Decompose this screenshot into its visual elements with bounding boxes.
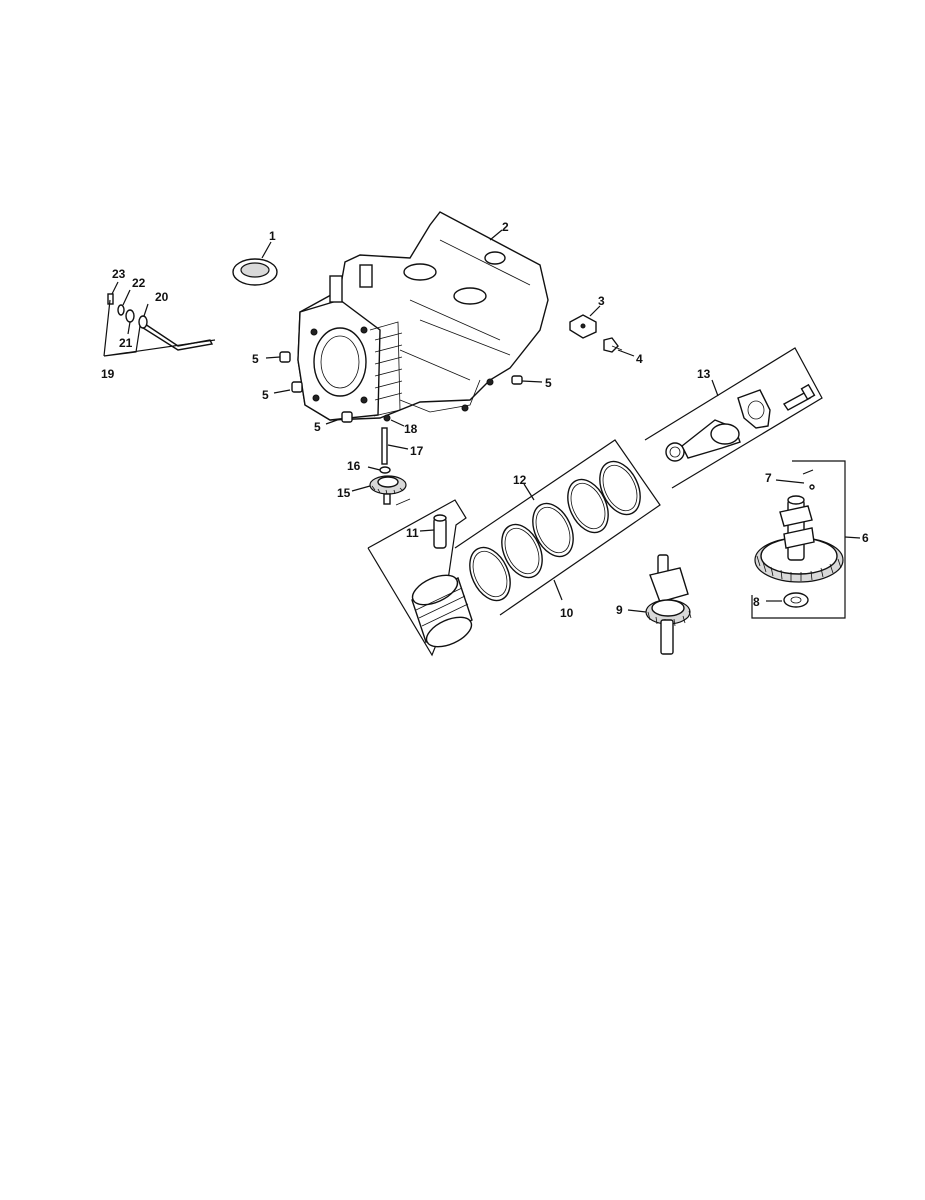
leader-16: [367, 466, 381, 471]
leader-6: [844, 536, 861, 539]
callout-1: 1: [269, 229, 276, 243]
shim-washer-part[interactable]: [783, 592, 809, 608]
leader-5c: [325, 418, 341, 425]
piston-group-frame: [367, 499, 467, 657]
camshaft-pin-part[interactable]: [802, 469, 815, 490]
leader-5b: [273, 389, 291, 394]
leader-19: [103, 299, 216, 357]
callout-6: 6: [862, 531, 869, 545]
leader-9: [627, 609, 647, 613]
crankshaft-part[interactable]: [645, 554, 692, 655]
connecting-rod-part[interactable]: [665, 419, 741, 462]
dowel-pin-part-c[interactable]: [341, 411, 353, 423]
callout-20: 20: [155, 290, 169, 304]
screw-part[interactable]: [603, 337, 623, 353]
ball-part[interactable]: [383, 414, 391, 422]
callout-2: 2: [502, 220, 509, 234]
callout-5a: 5: [252, 352, 259, 366]
rod-bolt-part[interactable]: [782, 383, 816, 411]
piston-ring-1[interactable]: [462, 541, 518, 607]
washer-22[interactable]: [117, 304, 125, 316]
o-ring-21[interactable]: [125, 309, 135, 323]
leader-15: [351, 485, 371, 492]
ring-set-frame: [454, 439, 661, 616]
callout-10: 10: [560, 606, 574, 620]
leader-18: [390, 419, 405, 427]
callout-15: 15: [337, 486, 351, 500]
rod-cap-part[interactable]: [737, 389, 771, 429]
piston-pin-part[interactable]: [433, 514, 447, 549]
callout-18: 18: [404, 422, 418, 436]
callout-9: 9: [616, 603, 623, 617]
bracket-part[interactable]: [569, 314, 597, 339]
callout-19: 19: [101, 367, 115, 381]
callout-13: 13: [697, 367, 711, 381]
leader-17: [387, 444, 409, 450]
piston-part[interactable]: [408, 569, 476, 652]
leader-21: [127, 321, 131, 335]
small-fastener-23[interactable]: [107, 293, 114, 305]
leader-20: [143, 303, 149, 317]
callout-4: 4: [636, 352, 643, 366]
callout-22: 22: [132, 276, 146, 290]
camshaft-gear-part[interactable]: [754, 495, 844, 583]
callout-17: 17: [410, 444, 424, 458]
connecting-rod-frame: [644, 347, 823, 489]
callout-11: 11: [406, 526, 419, 540]
piston-ring-3[interactable]: [525, 497, 581, 563]
governor-gear-part[interactable]: [369, 475, 411, 506]
leader-1: [261, 241, 272, 259]
leader-23: [111, 281, 119, 295]
callout-8: 8: [753, 595, 760, 609]
leader-4: [617, 349, 635, 357]
oil-seal-part[interactable]: [232, 258, 278, 286]
leader-22: [122, 289, 131, 306]
grommet-20[interactable]: [138, 315, 148, 329]
leader-5d: [521, 380, 543, 383]
leader-11: [419, 529, 435, 532]
callout-12: 12: [513, 473, 527, 487]
callout-7: 7: [765, 471, 772, 485]
leader-12: [523, 483, 535, 501]
leader-2: [489, 229, 503, 241]
callout-21: 21: [119, 336, 133, 350]
leader-3: [589, 305, 601, 317]
washer-part-16[interactable]: [379, 466, 391, 474]
callout-16: 16: [347, 459, 361, 473]
leader-13: [711, 379, 719, 397]
camshaft-group-frame: [751, 460, 846, 619]
callout-23: 23: [112, 267, 126, 281]
leader-5a: [265, 356, 281, 359]
dowel-pin-part-a[interactable]: [279, 351, 291, 363]
shaft-part[interactable]: [381, 427, 388, 465]
piston-ring-2[interactable]: [494, 518, 550, 584]
dowel-pin-part-d[interactable]: [511, 375, 523, 385]
leader-10: [553, 579, 563, 601]
callout-3: 3: [598, 294, 605, 308]
callout-5b: 5: [262, 388, 269, 402]
callout-5c: 5: [314, 420, 321, 434]
callout-5d: 5: [545, 376, 552, 390]
leader-7: [775, 479, 805, 484]
piston-ring-5[interactable]: [592, 455, 648, 521]
dowel-pin-part-b[interactable]: [291, 381, 303, 393]
crankcase-block-part[interactable]: [297, 211, 549, 421]
